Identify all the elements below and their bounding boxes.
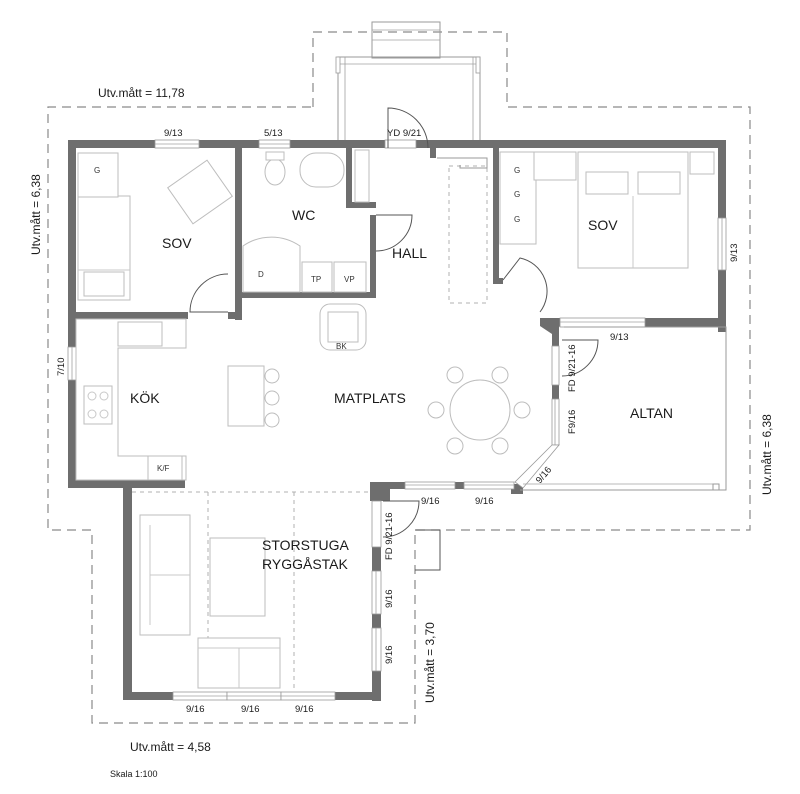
win-storstuga-bottom-1: 9/16 bbox=[186, 704, 205, 715]
altan-outline bbox=[520, 326, 727, 491]
dim-middle: Utv.mått = 3,70 bbox=[423, 622, 437, 703]
symbol-kf: K/F bbox=[157, 464, 170, 473]
win-sov-right-side: 9/13 bbox=[729, 244, 740, 263]
win-sov-left-top: 9/13 bbox=[164, 128, 183, 139]
room-labels: SOV WC HALL SOV KÖK MATPLATS ALTAN STORS… bbox=[130, 207, 673, 572]
scale-label: Skala 1:100 bbox=[110, 769, 158, 779]
win-f9-16: F9/16 bbox=[567, 410, 578, 434]
door-fd-storstuga: FD 9/21-16 bbox=[384, 512, 395, 560]
room-hall: HALL bbox=[392, 245, 427, 261]
storstuga-furniture bbox=[132, 491, 372, 692]
windows bbox=[67, 139, 727, 701]
door-entry: YD 9/21 bbox=[387, 128, 421, 139]
kitchen-furniture bbox=[75, 318, 280, 481]
win-sov-right-bottom: 9/13 bbox=[610, 332, 629, 343]
win-dining-bottom-1: 9/16 bbox=[421, 496, 440, 507]
symbol-tp: TP bbox=[311, 275, 321, 284]
room-ryggastak: RYGGÅSTAK bbox=[262, 556, 349, 572]
room-wc: WC bbox=[292, 207, 315, 223]
door-fd-altan: FD 9/21-16 bbox=[567, 344, 578, 392]
dining-furniture bbox=[427, 366, 531, 455]
symbol-vp: VP bbox=[344, 275, 355, 284]
win-storstuga-bottom-3: 9/16 bbox=[295, 704, 314, 715]
room-storstuga: STORSTUGA bbox=[262, 537, 350, 553]
hall-furniture bbox=[319, 157, 488, 351]
room-matplats: MATPLATS bbox=[334, 390, 406, 406]
dimension-labels: Utv.mått = 11,78 Utv.mått = 6,38 Utv.måt… bbox=[29, 86, 774, 754]
dim-right: Utv.mått = 6,38 bbox=[760, 414, 774, 495]
symbol-labels: G G G G D TP VP BK K/F bbox=[94, 166, 520, 473]
walls bbox=[68, 140, 726, 701]
sov-right-furniture bbox=[499, 151, 715, 269]
room-kok: KÖK bbox=[130, 389, 160, 406]
wc-furniture bbox=[242, 149, 370, 293]
sov-left-furniture bbox=[77, 152, 233, 301]
win-storstuga-side-2: 9/16 bbox=[384, 646, 395, 665]
symbol-d: D bbox=[258, 270, 264, 279]
room-sov-left: SOV bbox=[162, 235, 192, 251]
doors bbox=[189, 107, 599, 571]
win-storstuga-side-1: 9/16 bbox=[384, 590, 395, 609]
win-wc-top: 5/13 bbox=[264, 128, 283, 139]
symbol-g-right-3: G bbox=[514, 215, 520, 224]
room-altan: ALTAN bbox=[630, 405, 673, 421]
win-storstuga-bottom-2: 9/16 bbox=[241, 704, 260, 715]
symbol-bk: BK bbox=[336, 342, 347, 351]
symbol-g-right-1: G bbox=[514, 166, 520, 175]
room-sov-right: SOV bbox=[588, 217, 618, 233]
win-kok-side: 7/10 bbox=[56, 358, 67, 377]
win-dining-bottom-2: 9/16 bbox=[475, 496, 494, 507]
entry-porch bbox=[335, 21, 481, 146]
window-labels: 9/13 5/13 YD 9/21 9/13 9/13 7/10 FD 9/21… bbox=[56, 128, 740, 715]
dim-bottom: Utv.mått = 4,58 bbox=[130, 740, 211, 754]
symbol-g-left: G bbox=[94, 166, 100, 175]
dim-left: Utv.mått = 6,38 bbox=[29, 174, 43, 255]
symbol-g-right-2: G bbox=[514, 190, 520, 199]
dim-top: Utv.mått = 11,78 bbox=[98, 86, 185, 100]
